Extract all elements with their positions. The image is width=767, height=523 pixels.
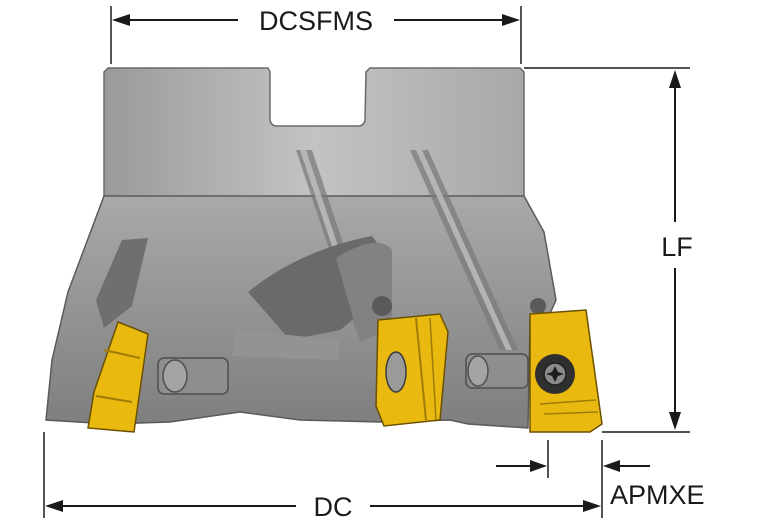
label-dc: DC [314,492,353,522]
label-lf: LF [661,232,693,262]
extension-lines [43,6,690,518]
clamp-pin [157,357,229,395]
chip-pocket [232,330,340,360]
dimension-dc: DC [45,492,601,522]
cutting-insert-middle [375,313,449,427]
cutting-insert-left [87,321,149,433]
cutting-insert-right [529,309,603,433]
dimension-lf: LF [661,70,693,430]
clamp-pin [465,353,529,389]
chip-pocket [336,242,392,342]
insert-screw [385,351,407,393]
chip-pocket [96,238,148,328]
screw-hole [372,296,392,316]
dimension-dcsfms: DCSFMS [112,6,520,36]
coolant-channel [416,150,512,350]
dimension-apmxe: APMXE [496,460,705,510]
label-dcsfms: DCSFMS [259,6,373,36]
screw-hole [530,298,546,314]
label-apmxe: APMXE [610,480,705,510]
